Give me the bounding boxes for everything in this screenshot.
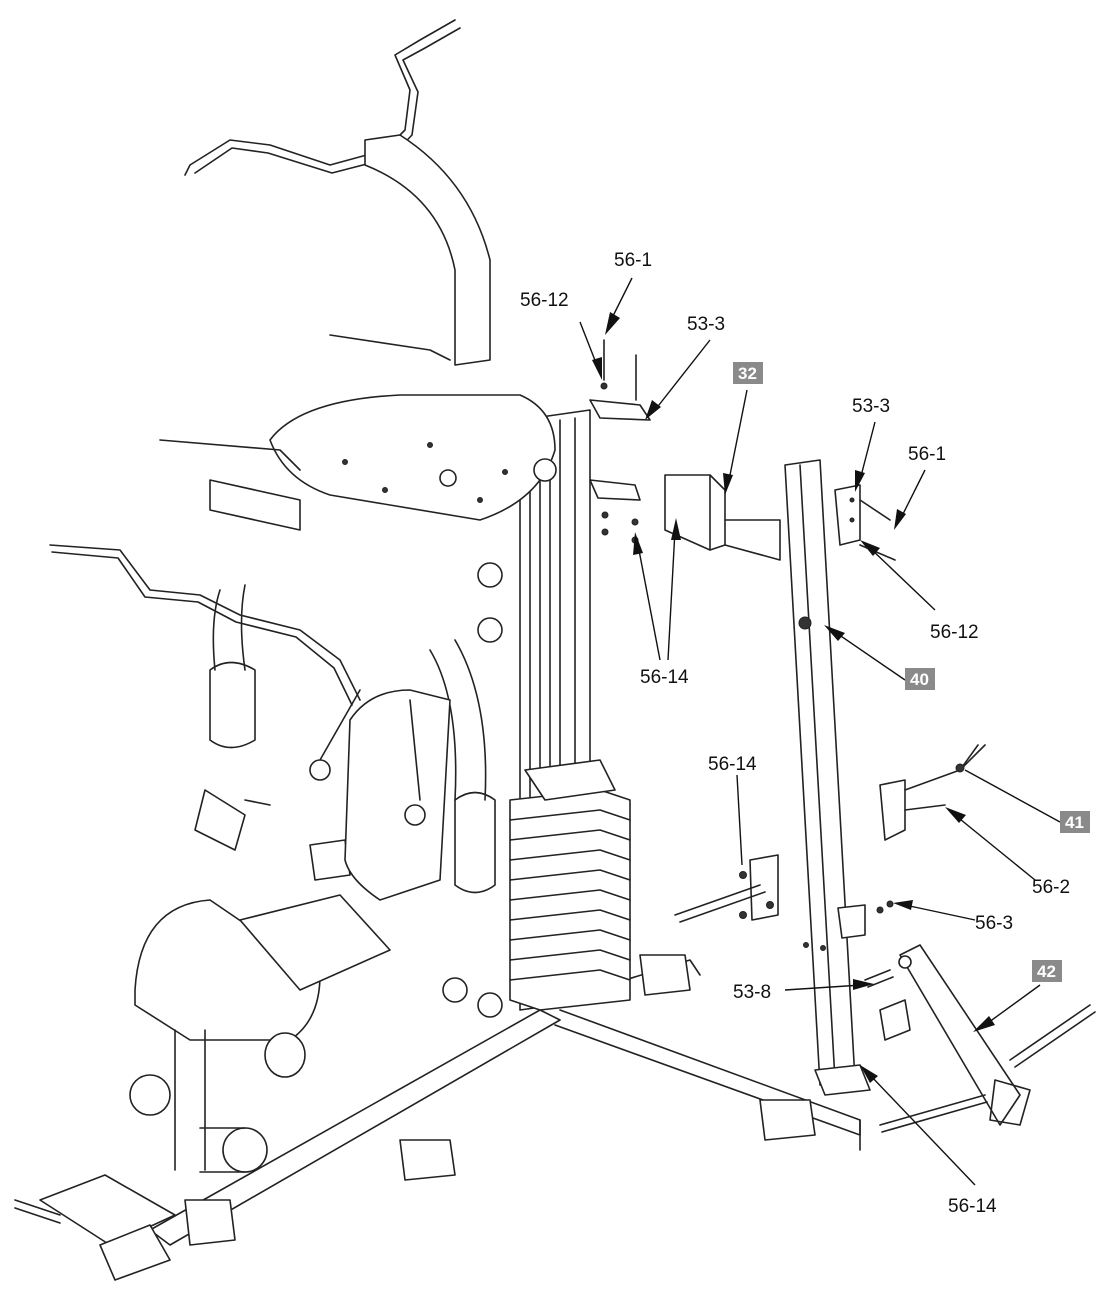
- tag-40: 40: [910, 670, 929, 689]
- callout-56-14-mid: 56-14: [640, 667, 689, 688]
- callout-56-1-top: 56-1: [614, 250, 652, 271]
- tag-42: 42: [1037, 962, 1056, 981]
- accessory-tower-post: [674, 459, 986, 1151]
- tag-41: 41: [1065, 813, 1084, 832]
- tag-42-box: [1032, 960, 1062, 982]
- swing-arm-part: [879, 944, 1096, 1133]
- tag-32: 32: [738, 364, 757, 383]
- part-tags: 32 40 41 42: [733, 362, 1090, 982]
- tag-40-box: [905, 668, 935, 690]
- callout-56-14-left: 56-14: [708, 754, 757, 775]
- callout-56-12-top: 56-12: [520, 290, 569, 311]
- home-gym-main-frame: [14, 19, 861, 1281]
- callout-53-8: 53-8: [733, 982, 771, 1003]
- tag-32-box: [733, 362, 763, 384]
- callout-56-12-right: 56-12: [930, 622, 979, 643]
- leader-lines: [579, 277, 1061, 1186]
- callout-56-2: 56-2: [1032, 877, 1070, 898]
- callout-labels: 56-1 56-12 53-3 53-3 56-1 56-12 56-14 56…: [520, 250, 1070, 1217]
- callout-53-3-top: 53-3: [687, 314, 725, 335]
- callout-53-3-right: 53-3: [852, 396, 890, 417]
- callout-56-3: 56-3: [975, 913, 1013, 934]
- tag-41-box: [1060, 811, 1090, 833]
- callout-56-14-bottom: 56-14: [948, 1196, 997, 1217]
- callout-56-1-right: 56-1: [908, 444, 946, 465]
